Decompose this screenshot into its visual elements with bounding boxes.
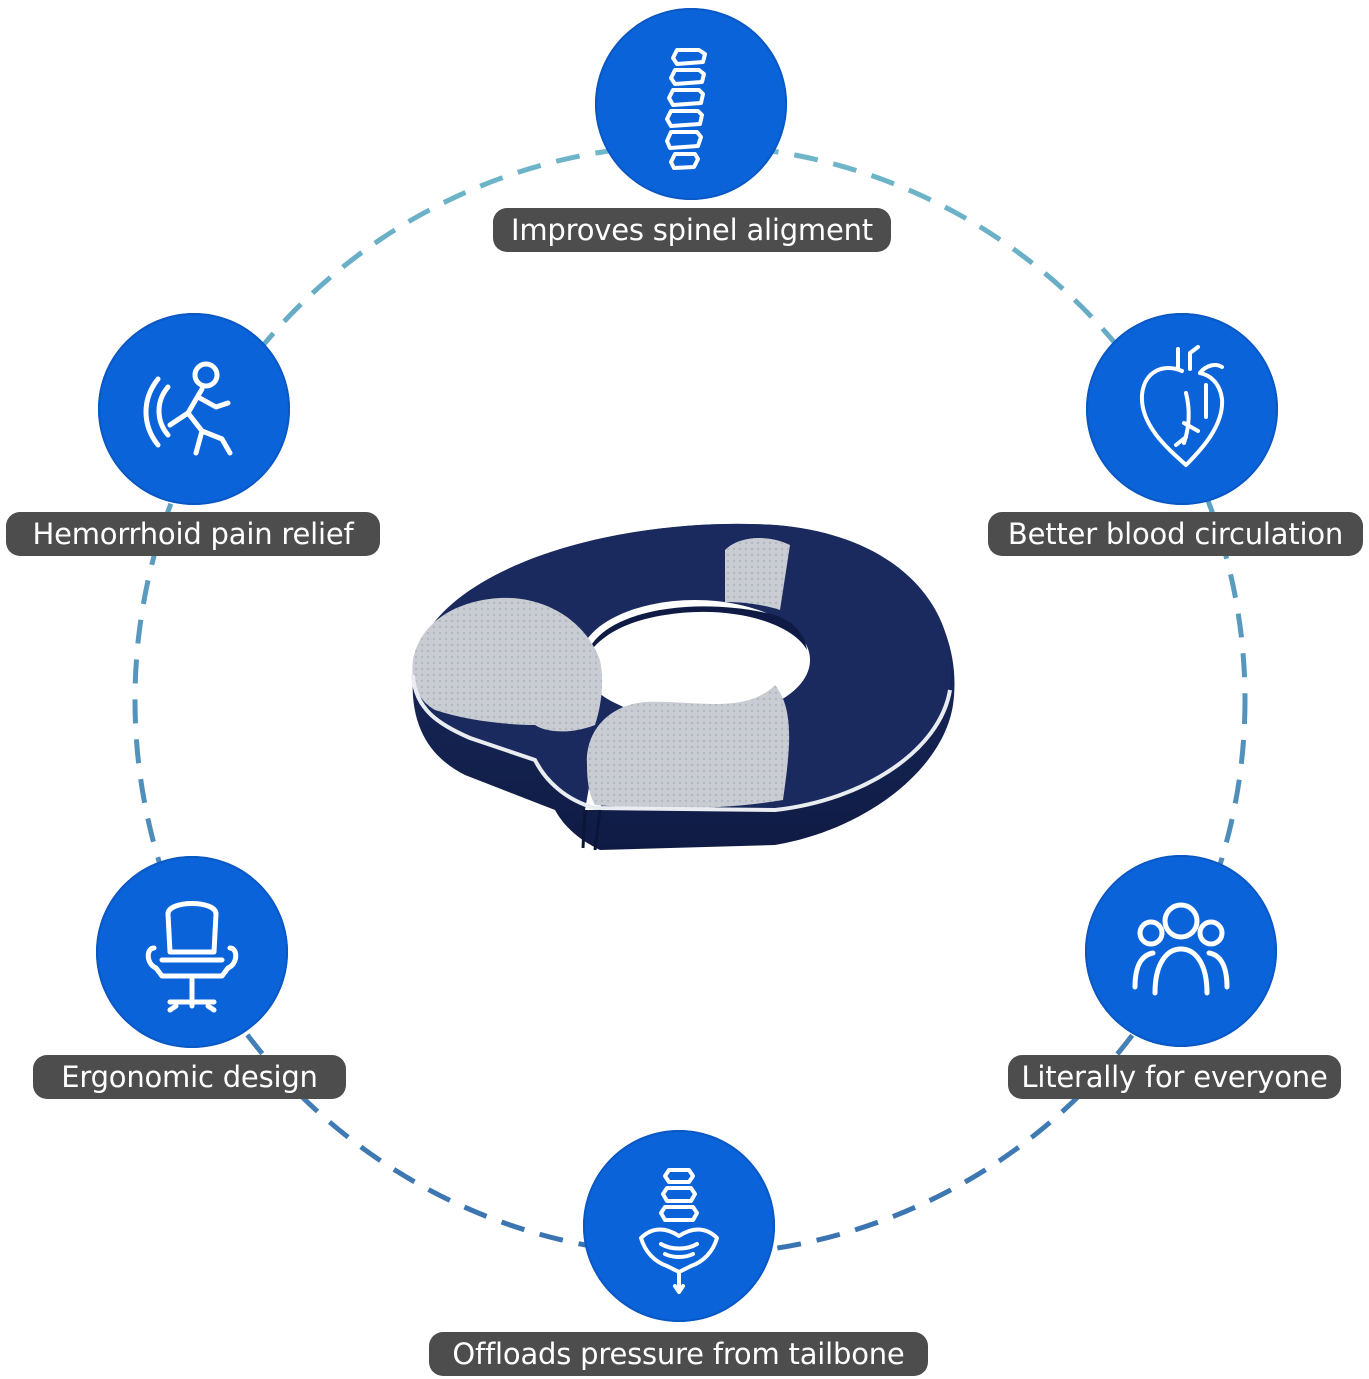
everyone-badge <box>1085 855 1277 1047</box>
ergonomic-label: Ergonomic design <box>33 1055 346 1099</box>
donut-cushion-image <box>411 523 955 851</box>
blood-badge <box>1086 313 1278 505</box>
hemorrhoid-badge <box>98 313 290 505</box>
everyone-label: Literally for everyone <box>1008 1055 1341 1099</box>
blood-label: Better blood circulation <box>988 512 1363 556</box>
spine-label: Improves spinel aligment <box>493 208 891 252</box>
spine-icon <box>665 48 707 170</box>
tailbone-label: Offloads pressure from tailbone <box>429 1332 928 1376</box>
walking-person-pain-icon <box>143 361 233 456</box>
pelvis-tailbone-icon <box>639 1168 719 1294</box>
spine-badge <box>595 8 787 200</box>
office-chair-icon <box>145 901 239 1013</box>
hemorrhoid-label: Hemorrhoid pain relief <box>6 512 380 556</box>
tailbone-badge <box>583 1130 775 1322</box>
group-people-icon <box>1132 902 1230 996</box>
heart-icon <box>1139 345 1225 467</box>
ergonomic-badge <box>96 856 288 1048</box>
